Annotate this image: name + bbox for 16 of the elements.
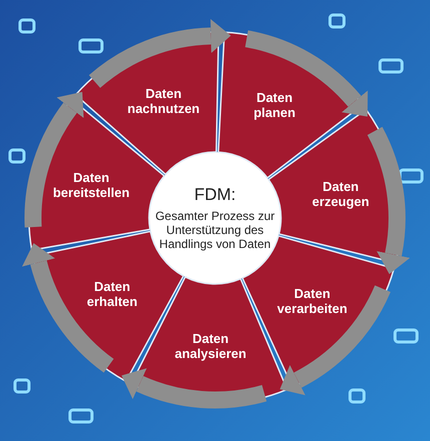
cycle-arrow (244, 30, 368, 116)
cycle-arrow (24, 91, 84, 228)
segment-label: Daten verarbeiten (277, 286, 348, 316)
cycle-arrow (367, 127, 410, 274)
cycle-arrow (89, 19, 231, 88)
segment-label: Daten erzeugen (312, 178, 370, 209)
center-title: FDM: (194, 185, 236, 204)
segment-label: Daten erhalten (86, 279, 138, 310)
segment-label: Daten nachnutzen (127, 86, 200, 116)
cycle-arrow (121, 368, 266, 408)
segment-label: Daten analysieren (174, 330, 246, 361)
cycle-arrow (280, 284, 390, 395)
center-description: Gesamter Prozess zur Unterstützung des Handlings von Daten (155, 209, 275, 251)
segment-label: Daten bereitstellen (52, 170, 130, 200)
segment-label: Daten planen (254, 90, 296, 120)
cycle-arrow (22, 243, 114, 372)
